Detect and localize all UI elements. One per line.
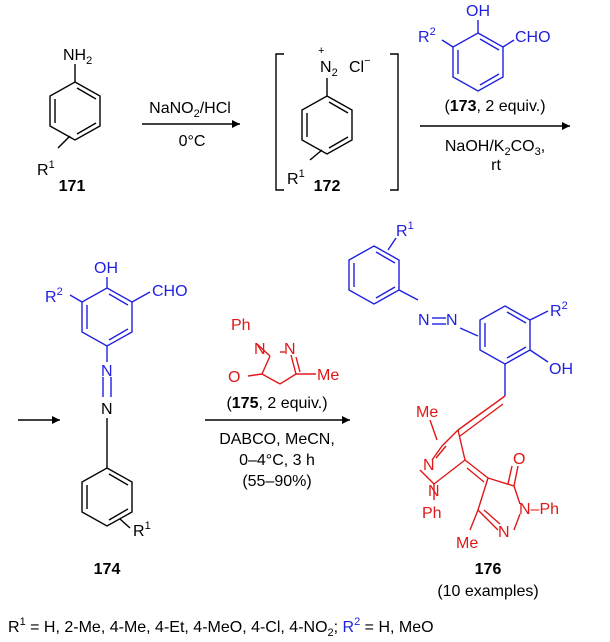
oh-label-176: OH (549, 361, 573, 378)
n-label-176-upper-1: N (423, 457, 435, 474)
nh2-label: NH2 (63, 47, 92, 67)
ph-label-175: Ph (231, 317, 251, 334)
azo-n1-174: N (101, 363, 113, 380)
r1-label-174: R1 (133, 520, 151, 540)
cho-label-174: CHO (152, 283, 188, 300)
diazonium-plus: + (318, 45, 324, 57)
r1-label-171: R1 (37, 159, 55, 179)
step3-reagent: (175, 2 equiv.) (226, 395, 327, 412)
oh-label-173: OH (466, 3, 490, 20)
arrowhead-step1 (232, 120, 240, 128)
me-label-176-upper: Me (416, 404, 438, 421)
cho-label-173: CHO (515, 29, 551, 46)
azo-n1-176: N (418, 312, 430, 329)
me-label-176-lower: Me (456, 535, 478, 552)
step2-base: NaOH/K2CO3, (445, 138, 545, 158)
n2-label: N2 (320, 59, 338, 79)
arrowhead-step3 (342, 416, 350, 424)
step3-yield: (55–90%) (242, 473, 311, 490)
n2-label-175: N (284, 341, 296, 358)
r2-label-176: R2 (550, 300, 568, 320)
n-label-176-upper-2: N (428, 483, 440, 500)
examples-count: (10 examples) (437, 583, 538, 600)
r1-label-172: R1 (287, 168, 305, 188)
r1-label-176: R1 (396, 220, 414, 240)
step1-reagent: NaNO2/HCl (149, 100, 231, 120)
compound-172-structure (275, 53, 399, 191)
azo-n2-174: N (101, 401, 113, 418)
ph-label-176-upper: Ph (422, 505, 442, 522)
arrowhead-into-174 (52, 416, 60, 424)
step3-condition-1: DABCO, MeCN, (219, 431, 335, 448)
compound-number-176: 176 (475, 561, 502, 578)
r2-label-173: R2 (418, 26, 436, 46)
compound-number-171: 171 (59, 178, 86, 195)
compound-171-structure (49, 64, 101, 149)
oh-label-174: OH (94, 260, 118, 277)
n1-label-175: N (254, 341, 266, 358)
n-label-176-lower: N (498, 524, 510, 541)
step1-temperature: 0°C (179, 133, 206, 150)
arrowhead-step2 (562, 122, 570, 130)
substituent-footnote: R1 = H, 2-Me, 4-Me, 4-Et, 4-MeO, 4-Cl, 4… (8, 616, 434, 639)
o-label-176: O (513, 451, 525, 468)
o-label-175: O (228, 369, 240, 386)
compound-number-172: 172 (314, 178, 341, 195)
compound-number-174: 174 (94, 561, 121, 578)
step2-reagent: (173, 2 equiv.) (444, 98, 545, 115)
compound-173-structure (441, 20, 515, 92)
chloride-label: Cl− (349, 55, 371, 76)
step2-temperature: rt (491, 157, 501, 174)
me-label-175: Me (317, 367, 339, 384)
r2-label-174: R2 (45, 286, 63, 306)
compound-176-structure (348, 237, 549, 531)
compound-174-structure (69, 277, 151, 529)
step3-condition-2: 0–4°C, 3 h (239, 452, 315, 469)
nph-label-176: N–Ph (519, 501, 559, 518)
azo-n2-176: N (446, 312, 458, 329)
compound-175-structure (247, 343, 316, 385)
